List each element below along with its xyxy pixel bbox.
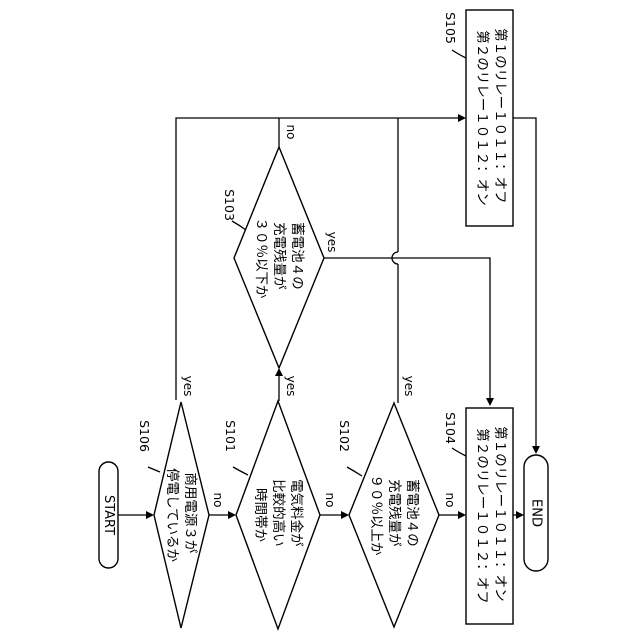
step-label-s106: S106: [137, 420, 152, 452]
branch-yes-s103: yes: [325, 232, 339, 253]
decision-s103: 蓄電池４の 充電残量が ３０％以下か S103: [222, 147, 324, 368]
start-terminal: START: [99, 462, 118, 568]
step-label-s104: S104: [443, 412, 458, 444]
branch-labels: yes yes yes yes no no no no: [181, 125, 457, 508]
arrowhead: [532, 446, 540, 454]
arrowhead: [458, 114, 466, 122]
decision-s102: 蓄電池４の 充電残量が ９０％以上か S102: [337, 403, 439, 627]
branch-no-s101: no: [323, 493, 337, 508]
branch-no-s103: no: [284, 125, 298, 140]
step-leader-s102: [347, 467, 362, 476]
arrowhead: [341, 511, 349, 519]
decision-s101: 電気料金が 比較的高い 時間帯か S101: [223, 401, 320, 629]
step-label-s101: S101: [223, 420, 238, 452]
branch-no-s106: no: [211, 493, 225, 508]
step-leader-s103: [232, 221, 246, 230]
step-label-s102: S102: [337, 420, 352, 452]
process-s104: 第１のリレー１０１１：オン 第２のリレー１０１２：オフ S104: [443, 408, 513, 624]
step-leader-s104: [452, 448, 466, 456]
step-label-s103: S103: [222, 189, 237, 221]
arrowhead: [228, 511, 236, 519]
decision-s101-text: 電気料金が 比較的高い 時間帯か: [252, 479, 304, 551]
arrowhead: [486, 398, 494, 406]
step-leader-s106: [148, 467, 160, 472]
branch-yes-s106: yes: [181, 376, 195, 397]
decision-s103-text: 蓄電池４の 充電残量が ３０％以下か: [253, 218, 305, 299]
start-label: START: [101, 495, 116, 535]
arrowhead: [458, 511, 466, 519]
step-leader-s105: [452, 50, 466, 58]
end-terminal: END: [524, 455, 548, 571]
step-label-s105: S105: [443, 12, 458, 44]
connector-s105-end: [513, 118, 536, 448]
branch-yes-s102: yes: [402, 376, 416, 397]
branch-no-s102: no: [443, 493, 457, 508]
decision-s102-text: 蓄電池４の 充電残量が ９０％以上か: [368, 475, 420, 556]
end-label: END: [529, 499, 544, 527]
arrowhead: [516, 511, 524, 519]
branch-yes-s101: yes: [284, 376, 298, 397]
step-leader-s101: [233, 467, 248, 475]
arrowhead: [146, 511, 154, 519]
